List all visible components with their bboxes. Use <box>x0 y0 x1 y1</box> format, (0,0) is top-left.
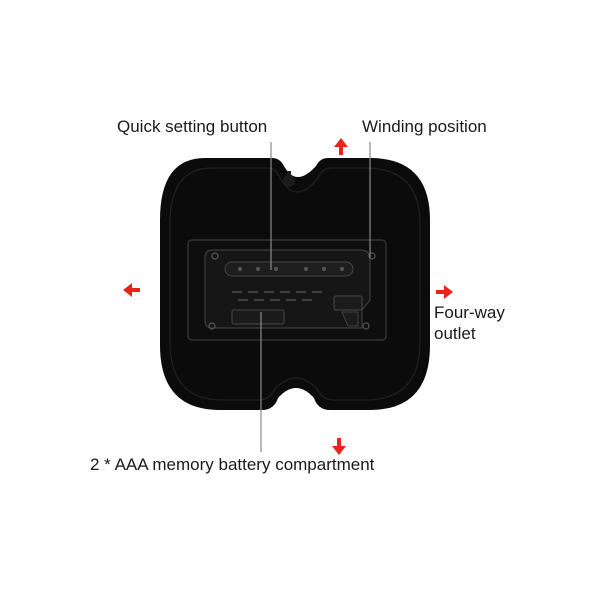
winding-position-label: Winding position <box>362 117 487 136</box>
leader-lines <box>260 142 371 452</box>
screw-hole <box>362 322 370 330</box>
screw-hole <box>211 252 219 260</box>
quick-setting-button-row <box>224 261 354 277</box>
winding-knob <box>333 295 363 311</box>
four-way-outlet-label: Four-way outlet <box>434 303 505 343</box>
hanging-hole <box>283 175 295 187</box>
screw-hole <box>368 252 376 260</box>
screw-hole <box>208 322 216 330</box>
body-rim <box>169 167 421 401</box>
quick-setting-button-label: Quick setting button <box>117 117 268 136</box>
movement-grille <box>232 291 322 301</box>
arrow-right-icon <box>436 285 453 299</box>
battery-compartment-label: 2 * AAA memory battery compartment <box>90 455 375 474</box>
battery-compartment <box>231 309 285 325</box>
arrow-left-icon <box>123 283 140 297</box>
arrow-down-icon <box>332 438 346 455</box>
arrow-up-icon <box>334 138 348 155</box>
